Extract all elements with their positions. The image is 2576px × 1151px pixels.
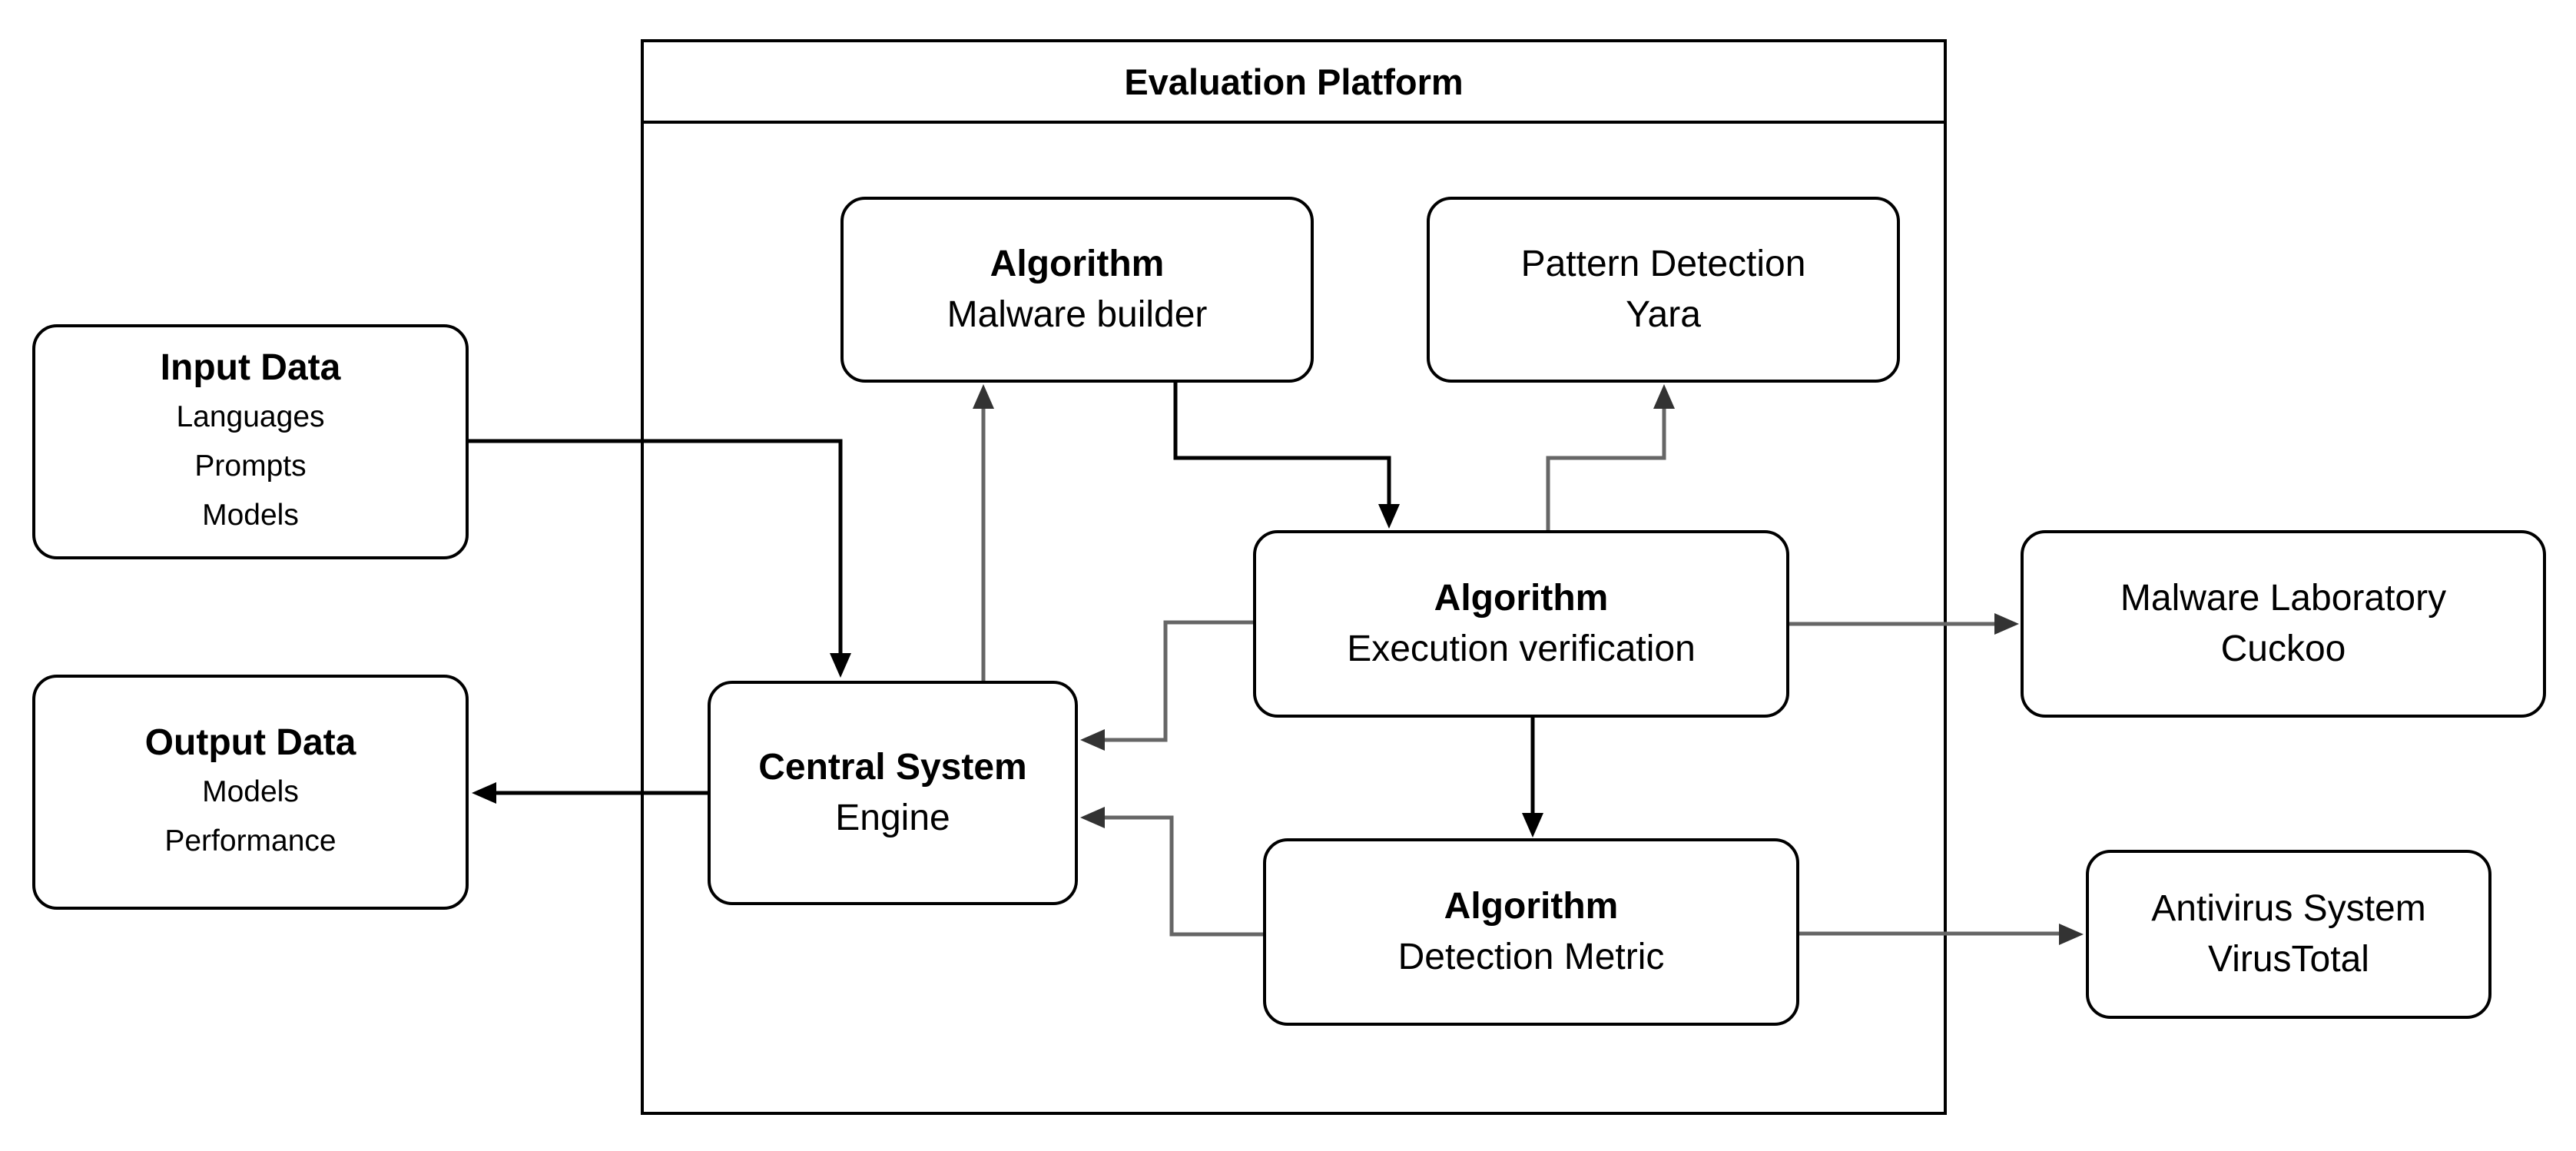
central-system-box: Central System Engine [708, 681, 1078, 905]
pattern-detection-subtitle: Yara [1626, 294, 1701, 335]
malware-builder-subtitle: Malware builder [947, 294, 1208, 335]
arrowhead-builder-to-execution [1378, 504, 1400, 529]
input-data-item-prompts: Prompts [194, 449, 307, 483]
detection-metric-subtitle: Detection Metric [1397, 937, 1665, 977]
central-system-subtitle: Engine [835, 798, 950, 838]
arrowhead-detection-to-central [1080, 807, 1105, 828]
antivirus-system-box: Antivirus System VirusTotal [2086, 850, 2491, 1019]
input-data-item-languages: Languages [176, 400, 325, 433]
malware-laboratory-box: Malware Laboratory Cuckoo [2021, 530, 2546, 718]
execution-verification-subtitle: Execution verification [1347, 629, 1696, 669]
arrowhead-execution-to-detection [1522, 813, 1543, 838]
arrowhead-central-to-builder [973, 384, 994, 409]
pattern-detection-title: Pattern Detection [1520, 244, 1806, 284]
input-data-item-models: Models [202, 499, 299, 532]
arrowhead-execution-to-central [1080, 729, 1105, 751]
evaluation-platform-title: Evaluation Platform [644, 42, 1944, 124]
arrowhead-detection-to-antivirus [2059, 924, 2084, 945]
arrow-execution-to-central [1089, 620, 1253, 742]
output-data-item-models: Models [202, 775, 299, 808]
detection-metric-title: Algorithm [1444, 886, 1619, 927]
central-system-title: Central System [758, 747, 1027, 788]
input-data-title: Input Data [160, 347, 341, 388]
arrowhead-execution-to-lab [1994, 613, 2019, 635]
arrow-builder-to-execution [1173, 383, 1391, 519]
arrowhead-central-to-output [472, 782, 496, 804]
input-data-box: Input Data Languages Prompts Models [32, 324, 469, 559]
antivirus-system-subtitle: VirusTotal [2208, 939, 2369, 980]
output-data-box: Output Data Models Performance [32, 675, 469, 910]
execution-verification-title: Algorithm [1434, 578, 1609, 619]
output-data-title: Output Data [144, 722, 356, 763]
arrow-execution-to-pattern [1546, 393, 1666, 530]
malware-laboratory-title: Malware Laboratory [2120, 578, 2447, 619]
malware-builder-title: Algorithm [990, 244, 1165, 284]
arrow-detection-to-central [1089, 815, 1263, 937]
output-data-item-performance: Performance [164, 824, 337, 857]
detection-metric-box: Algorithm Detection Metric [1263, 838, 1799, 1026]
antivirus-system-title: Antivirus System [2151, 888, 2426, 929]
malware-builder-box: Algorithm Malware builder [840, 197, 1314, 383]
arrowhead-execution-to-pattern [1653, 384, 1675, 409]
arrowhead-input-to-central [830, 653, 851, 678]
execution-verification-box: Algorithm Execution verification [1253, 530, 1789, 718]
arrow-input-to-central [469, 439, 843, 670]
malware-laboratory-subtitle: Cuckoo [2220, 629, 2346, 669]
pattern-detection-box: Pattern Detection Yara [1427, 197, 1900, 383]
